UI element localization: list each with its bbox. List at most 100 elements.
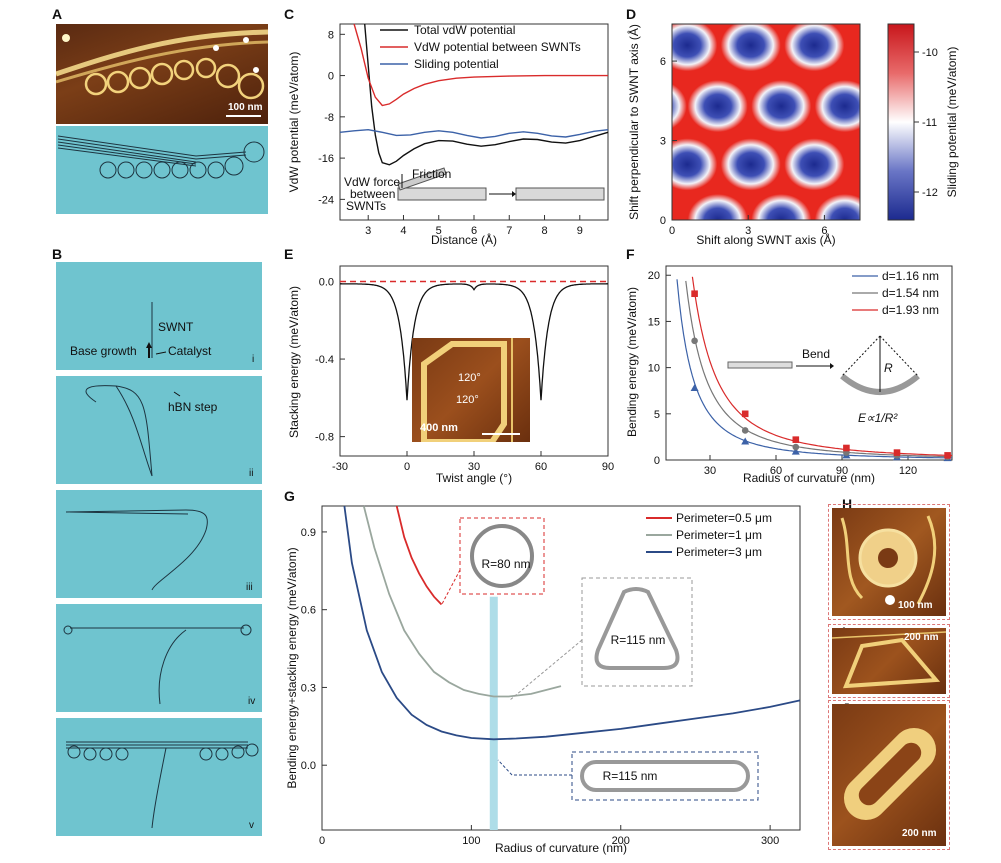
- potential-well: [751, 80, 812, 133]
- vdw-force-label: VdW force: [344, 175, 400, 189]
- y-tick-label-f: 5: [654, 409, 660, 421]
- y-tick-label-f: 20: [648, 270, 660, 282]
- plot-frame-d: [671, 23, 861, 221]
- x-tick-label-d: 3: [745, 225, 751, 237]
- highlight-band: [489, 596, 498, 830]
- x-tick-label-e: 30: [468, 461, 480, 473]
- legend-p3: Perimeter=3 μm: [676, 545, 762, 559]
- cbar-tick-label: -11: [922, 117, 937, 129]
- swnts-label: SWNTs: [346, 199, 386, 213]
- y-tick-label-g: 0.6: [301, 605, 316, 617]
- panel-label-d: D: [626, 6, 637, 22]
- legend-total: Total vdW potential: [414, 23, 515, 37]
- inset-racetrack-label: R=115 nm: [603, 769, 658, 783]
- x-tick-label-c: 9: [577, 225, 583, 237]
- angle-label-2: 120°: [456, 394, 479, 406]
- series-line-c-1: [353, 23, 608, 107]
- panel-label-a: A: [52, 6, 63, 22]
- data-point-f: [741, 437, 750, 445]
- base-growth-label: Base growth: [70, 344, 137, 358]
- x-tick-label-c: 4: [400, 225, 406, 237]
- x-axis-label-c: Distance (Å): [431, 232, 497, 247]
- panel-h-frame: 100 nm: [828, 504, 950, 620]
- plot-frame-f: [665, 265, 953, 461]
- plot-frame-g: [321, 505, 801, 831]
- y-tick-label-e: -0.4: [315, 354, 334, 366]
- scale-bar-a: 100 nm: [228, 102, 263, 113]
- step-tag-ii: ii: [249, 468, 254, 479]
- scale-bar-h: 100 nm: [898, 600, 933, 611]
- x-tick-label-g: 300: [761, 835, 779, 847]
- y-tick-label-d: 0: [660, 215, 666, 227]
- hexagon-drawing: [421, 338, 520, 442]
- series-line-c-0: [364, 23, 609, 166]
- data-point-f: [843, 444, 850, 452]
- data-point-f: [792, 443, 800, 451]
- x-tick-label-c: 3: [365, 225, 371, 237]
- swnt-label: SWNT: [158, 320, 194, 334]
- x-tick-label-c: 7: [506, 225, 512, 237]
- potential-well: [814, 194, 860, 220]
- colorbar: [887, 23, 915, 221]
- x-axis-label-f: Radius of curvature (nm): [743, 471, 875, 485]
- x-tick-label-g: 100: [462, 835, 480, 847]
- afm-inset-e: 400 nm 120° 120°: [412, 338, 530, 442]
- y-axis-label-c: VdW potential (meV/atom): [287, 52, 301, 193]
- x-tick-label-c: 8: [541, 225, 547, 237]
- potential-well: [687, 194, 748, 220]
- y-tick-label-c: -16: [318, 153, 334, 165]
- bend-label: Bend: [802, 347, 830, 361]
- panel-i-frame: 200 nm: [828, 624, 950, 698]
- step-tag-iv: iv: [248, 696, 256, 707]
- x-tick-label-f: 120: [899, 465, 917, 477]
- fit-curve-f-0: [676, 279, 952, 459]
- x-tick-label-g: 0: [319, 835, 325, 847]
- x-axis-label-d: Shift along SWNT axis (Å): [696, 232, 835, 247]
- x-tick-label-d: 0: [669, 225, 675, 237]
- data-point-f: [893, 449, 901, 456]
- potential-well: [814, 80, 860, 133]
- potential-well: [672, 83, 687, 129]
- series-line-g-1: [362, 505, 562, 698]
- afm-image-a: 100 nm: [56, 24, 268, 124]
- series-line-g-2: [343, 505, 801, 741]
- sliding-schematic: [397, 167, 605, 201]
- potential-well: [720, 138, 781, 191]
- scale-bar-i: 200 nm: [904, 632, 939, 643]
- colorbar-label: Sliding potential (meV/atom): [945, 47, 959, 198]
- scale-bar-e: 400 nm: [420, 422, 458, 434]
- data-point-f: [944, 452, 951, 459]
- potential-well: [784, 138, 845, 191]
- inset-circle-label: R=80 nm: [481, 557, 530, 571]
- data-point-f: [691, 290, 698, 298]
- panel-label-b: B: [52, 246, 63, 262]
- x-tick-label-e: 90: [602, 461, 614, 473]
- y-tick-label-e: 0.0: [319, 277, 334, 289]
- y-tick-label-d: 6: [660, 56, 666, 68]
- y-tick-label-f: 15: [648, 316, 660, 328]
- bend-schematic: [727, 335, 920, 395]
- cbar-tick-label: -12: [922, 187, 938, 199]
- nanotube-bundle-model: [57, 135, 265, 179]
- y-tick-label-e: -0.8: [315, 432, 334, 444]
- step-tag-iii: iii: [246, 582, 253, 593]
- afm-image-h: 100 nm: [832, 508, 946, 616]
- scale-bar-j: 200 nm: [902, 828, 937, 839]
- step-tag-i: i: [252, 354, 255, 365]
- panel-label-e: E: [284, 246, 294, 262]
- legend-p05: Perimeter=0.5 μm: [676, 511, 772, 525]
- fit-curve-f-1: [685, 280, 952, 458]
- inset-triangle-leader: [509, 639, 583, 701]
- data-point-f: [741, 410, 749, 418]
- panel-label-f: F: [626, 246, 635, 262]
- data-point-f: [741, 427, 749, 434]
- racetrack-afm-drawing: [843, 727, 937, 821]
- growth-step-iii-drawing: [65, 509, 208, 591]
- x-axis-label-g: Radius of curvature (nm): [495, 841, 627, 855]
- panel-label-c: C: [284, 6, 295, 22]
- x-tick-label-e: 60: [535, 461, 547, 473]
- ring-afm-drawing: [840, 515, 937, 605]
